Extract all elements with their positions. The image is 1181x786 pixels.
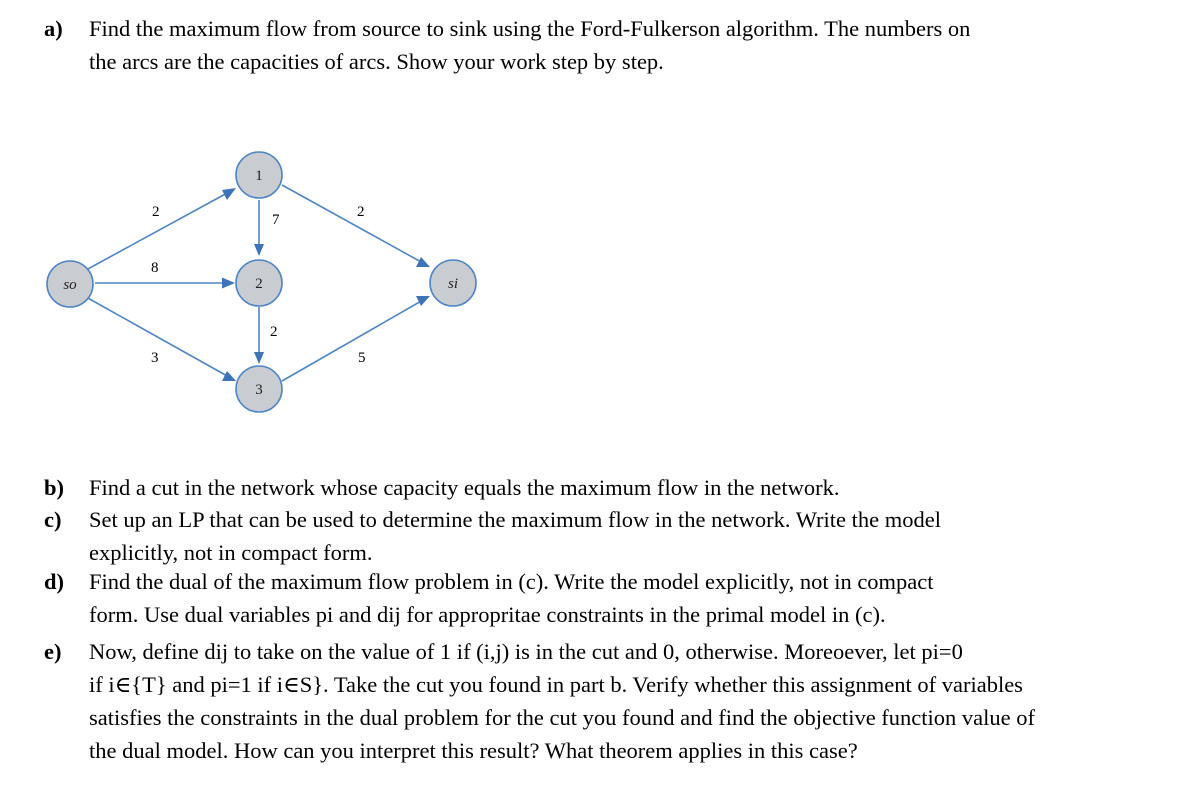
question-e-text: Now, define dij to take on the value of … xyxy=(89,635,1035,767)
node-sink-label: si xyxy=(448,276,458,292)
question-b-line-1: Find a cut in the network whose capacity… xyxy=(89,475,840,500)
question-e-line-3: satisfies the constraints in the dual pr… xyxy=(89,705,1035,730)
nodes: so 1 2 3 si xyxy=(46,151,477,413)
arc-3-si-capacity: 5 xyxy=(358,350,366,366)
arc-so-3-capacity: 3 xyxy=(151,350,159,366)
question-c-line-2: explicitly, not in compact form. xyxy=(89,540,373,565)
question-a-text: Find the maximum flow from source to sin… xyxy=(89,12,970,78)
arc-2-3-capacity: 2 xyxy=(270,324,278,340)
question-b-text: Find a cut in the network whose capacity… xyxy=(89,471,839,504)
question-e-line-2: if i∈{T} and pi=1 if i∈S}. Take the cut … xyxy=(89,672,1023,697)
node-3: 3 xyxy=(235,365,283,413)
node-2-label: 2 xyxy=(255,276,263,292)
question-a-line-2: the arcs are the capacities of arcs. Sho… xyxy=(89,49,664,74)
node-3-label: 3 xyxy=(255,382,263,398)
question-a-label: a) xyxy=(44,16,63,41)
question-b-label: b) xyxy=(44,475,65,500)
node-source: so xyxy=(46,260,94,308)
arc-1-2: 7 xyxy=(254,200,280,256)
node-sink: si xyxy=(429,259,477,307)
question-e-line-1: Now, define dij to take on the value of … xyxy=(89,639,963,664)
question-e-line-4: the dual model. How can you interpret th… xyxy=(89,738,858,763)
arc-3-si: 5 xyxy=(281,296,430,382)
arc-so-2: 8 xyxy=(95,260,235,289)
arc-so-1-capacity: 2 xyxy=(152,204,160,220)
question-d-line-2: form. Use dual variables pi and dij for … xyxy=(89,602,886,627)
arc-2-3: 2 xyxy=(254,307,278,364)
question-d-text: Find the dual of the maximum flow proble… xyxy=(89,565,934,631)
arc-1-si: 2 xyxy=(281,184,430,267)
arc-1-si-capacity: 2 xyxy=(357,204,365,220)
question-c-line-1: Set up an LP that can be used to determi… xyxy=(89,507,942,532)
question-a-line-1: Find the maximum flow from source to sin… xyxy=(89,16,971,41)
arc-so-3: 3 xyxy=(85,296,236,381)
arc-1-2-capacity: 7 xyxy=(272,212,280,228)
question-e-label: e) xyxy=(44,639,62,664)
question-c-text: Set up an LP that can be used to determi… xyxy=(89,503,941,569)
node-source-label: so xyxy=(63,277,77,293)
question-c-label: c) xyxy=(44,507,62,532)
arcs: 2 8 3 7 2 2 5 xyxy=(85,184,430,382)
arc-so-2-capacity: 8 xyxy=(151,260,159,276)
arc-so-1: 2 xyxy=(85,188,236,271)
node-1: 1 xyxy=(235,151,283,199)
node-2: 2 xyxy=(235,259,283,307)
node-1-label: 1 xyxy=(255,168,263,184)
question-d-label: d) xyxy=(44,569,65,594)
question-d-line-1: Find the dual of the maximum flow proble… xyxy=(89,569,934,594)
